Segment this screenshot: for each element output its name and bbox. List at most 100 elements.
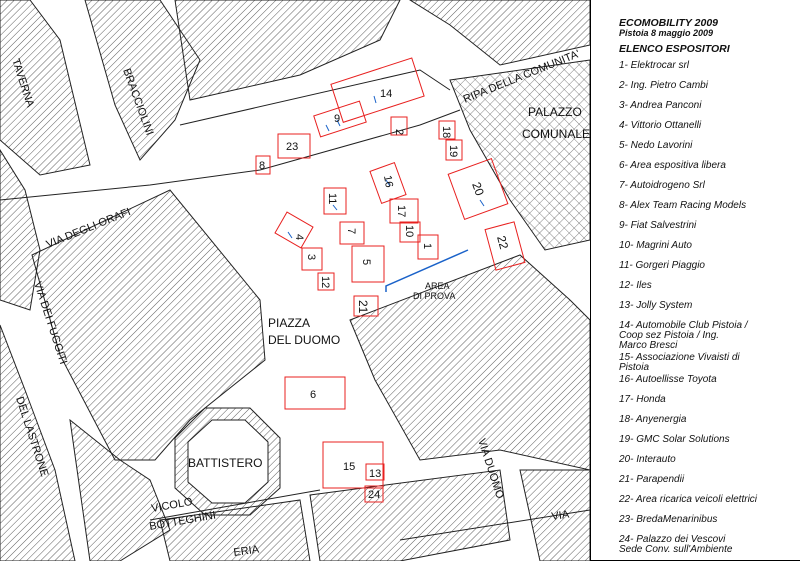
stand-numbers: 14 9 23 8 2 18 19 20 16 11 17 10 7 1 22 …: [259, 88, 511, 501]
list-item: 4- Vittorio Ottanelli: [619, 120, 702, 131]
label-comunale: COMUNALE: [522, 127, 590, 141]
stand-8-rect: [255, 155, 271, 175]
list-item: 6- Area espositiva libera: [619, 160, 726, 171]
stand-23: 23: [286, 141, 298, 153]
stand-24-rect: [364, 485, 384, 503]
event-title: ECOMOBILITY 2009: [619, 17, 719, 29]
list-item: 20- Interauto: [619, 454, 676, 465]
stand-5: 5: [360, 259, 372, 265]
stand-4-rect: [274, 211, 314, 249]
legend-panel: ECOMOBILITY 2009 Pistoia 8 maggio 2009 E…: [590, 0, 800, 561]
piazza-duomo-map: TAVERNA BRACCIOLINI RIPA DELLA COMUNITA'…: [0, 0, 590, 561]
block-orafi: [31, 189, 266, 461]
list-item: 15- Associazione Vivaisti di Pistoia: [619, 352, 740, 373]
list-item: 14- Automobile Club Pistoia / Coop sez P…: [619, 320, 748, 351]
label-battistero: BATTISTERO: [188, 456, 262, 470]
street-edge-3: [399, 509, 590, 541]
exhibitor-stands: [255, 57, 526, 503]
stand-21: 21: [356, 300, 370, 314]
list-item: 8- Alex Team Racing Models: [619, 200, 747, 211]
stand-18-rect: [438, 120, 456, 140]
place-labels: PALAZZO COMUNALE PIAZZA DEL DUOMO BATTIS…: [188, 105, 590, 470]
exhibitor-list: 1- Elektrocar srl 2- Ing. Pietro Cambi 3…: [619, 61, 800, 555]
list-item: 22- Area ricarica veicoli elettrici: [619, 494, 758, 505]
stand-23-rect: [277, 133, 311, 159]
label-via-right: VIA: [551, 509, 571, 523]
stand-6-rect: [284, 376, 346, 410]
stand-12-rect: [317, 272, 335, 291]
stand-20-rect: [447, 157, 509, 221]
street-lines: [0, 69, 590, 541]
label-del-duomo: DEL DUOMO: [268, 333, 340, 347]
stand-10: 10: [403, 225, 415, 237]
stand-7: 7: [345, 228, 357, 234]
stand-10-rect: [399, 221, 421, 243]
list-item: 21- Parapendii: [619, 474, 685, 485]
stand-16: 16: [381, 174, 395, 188]
divider-14: [373, 95, 377, 104]
list-item: 13- Jolly System: [619, 300, 693, 311]
map-area[interactable]: TAVERNA BRACCIOLINI RIPA DELLA COMUNITA'…: [0, 0, 590, 561]
stand-14: 14: [380, 88, 392, 100]
stand-17-rect: [389, 198, 419, 224]
stand-22: 22: [494, 234, 511, 251]
divider-20: [479, 199, 485, 207]
stand-8: 8: [259, 160, 265, 172]
event-subtitle: Pistoia 8 maggio 2009: [619, 28, 714, 38]
stand-5-rect: [351, 245, 385, 283]
stand-2-rect: [390, 116, 408, 136]
test-area-boundary: [385, 249, 469, 292]
divider-9b: [336, 119, 341, 127]
stand-18: 18: [440, 126, 452, 138]
block-top-right: [409, 0, 590, 66]
stand-7-rect: [339, 221, 365, 245]
stand-15-rect: [322, 441, 384, 489]
stand-20: 20: [469, 180, 487, 198]
list-item: 24- Palazzo dei Vescovi Sede Conv. sull'…: [619, 534, 733, 555]
list-item: 17- Honda: [619, 394, 666, 405]
list-item: 19- GMC Solar Solutions: [619, 434, 730, 445]
stand-13-rect: [365, 463, 385, 481]
stand-4: 4: [293, 234, 305, 240]
list-item: 10- Magrini Auto: [619, 240, 692, 251]
stand-dividers: [287, 95, 485, 239]
label-piazza: PIAZZA: [268, 316, 310, 330]
stand-22-rect: [484, 221, 526, 271]
list-item: 11- Gorgeri Piaggio: [619, 260, 705, 271]
label-area: AREA: [425, 281, 450, 291]
stand-19-rect: [445, 139, 463, 161]
stand-6: 6: [310, 389, 316, 401]
block-duomo: [349, 254, 590, 471]
label-palazzo: PALAZZO: [528, 105, 582, 119]
list-item: 9- Fiat Salvestrini: [619, 220, 697, 231]
stand-9: 9: [334, 113, 340, 125]
divider-4: [287, 231, 293, 239]
block-braccioloni: [84, 0, 201, 161]
stand-21-rect: [353, 295, 379, 317]
stand-2: 2: [393, 129, 405, 135]
stand-3: 3: [305, 254, 317, 260]
stand-24: 24: [368, 489, 380, 501]
list-item: 1- Elektrocar srl: [619, 60, 690, 71]
stand-3-rect: [301, 247, 323, 271]
street-edge-4: [149, 489, 321, 521]
list-item: 7- Autoidrogeno Srl: [619, 180, 705, 191]
list-item: 3- Andrea Panconi: [619, 100, 702, 111]
divider-9a: [325, 124, 330, 132]
stand-13: 13: [369, 468, 381, 480]
stand-1-rect: [417, 234, 439, 260]
divider-11: [332, 204, 338, 211]
street-edge-2: [179, 69, 451, 126]
list-item: 23- BredaMenarinibus: [619, 514, 718, 525]
palazzo-comunale-building: [449, 59, 590, 251]
block-left-strip: [0, 149, 41, 311]
list-item: 16- Autoellisse Toyota: [619, 374, 717, 385]
list-item: 12- Iles: [619, 280, 652, 291]
block-bottom-center: [309, 469, 511, 561]
stand-1: 1: [421, 243, 433, 249]
label-di-prova: DI PROVA: [413, 291, 455, 301]
stand-15: 15: [343, 461, 355, 473]
street-edge-1: [0, 109, 461, 201]
block-top-left: [0, 0, 91, 176]
block-top-middle: [174, 0, 401, 101]
